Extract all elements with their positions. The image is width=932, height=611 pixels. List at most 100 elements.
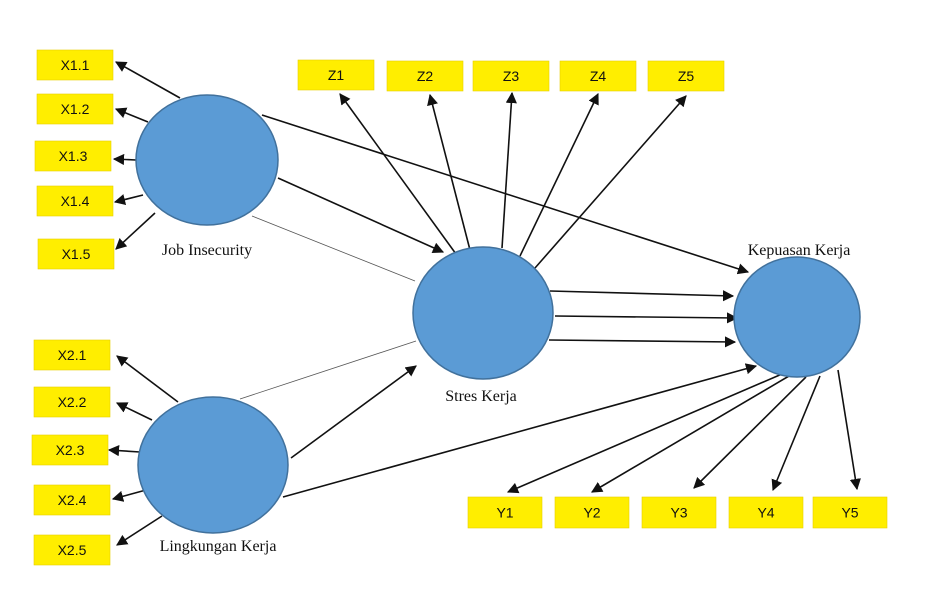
indicator-box <box>812 496 888 529</box>
indicator-x1-2: X1.2 <box>36 93 114 125</box>
path-arrow-lk-to-sk <box>290 365 417 459</box>
indicator-label: X1.1 <box>61 57 90 73</box>
loading-arrow-x2-5 <box>116 515 163 546</box>
indicator-label: X1.2 <box>61 101 90 117</box>
indicator-y5: Y5 <box>812 496 888 529</box>
indicator-z1: Z1 <box>297 59 375 91</box>
loading-arrow-y4 <box>771 375 821 492</box>
loading-arrow-x1-4 <box>113 194 144 205</box>
indicator-z3: Z3 <box>472 60 550 92</box>
latent-label: Lingkungan Kerja <box>160 538 277 555</box>
indicator-box <box>33 534 111 566</box>
indicator-label: Y2 <box>583 505 600 521</box>
path-arrow-ji-to-sk <box>277 177 445 253</box>
ji-sk-thin-line <box>251 215 416 282</box>
lk-sk-thin-line <box>239 340 417 400</box>
loading-arrow-x2-3 <box>107 445 141 457</box>
indicator-box <box>36 185 114 217</box>
loading-arrow-x2-4 <box>111 489 147 502</box>
loading-arrow-z2 <box>427 93 471 251</box>
indicator-label: X1.4 <box>61 193 90 209</box>
indicator-label: X1.3 <box>59 148 88 164</box>
indicator-x1-3: X1.3 <box>34 140 112 172</box>
loading-arrow-z5 <box>534 95 687 269</box>
indicator-label: X1.5 <box>62 246 91 262</box>
indicator-box <box>728 496 804 529</box>
loading-arrow-x1-2 <box>114 107 149 123</box>
loading-arrow-z4 <box>519 92 599 257</box>
indicator-label: Y3 <box>670 505 687 521</box>
loading-arrow-z1 <box>339 93 457 255</box>
latent-stres-kerja: Stres Kerja <box>412 246 554 405</box>
indicator-box <box>297 59 375 91</box>
indicator-x2-5: X2.5 <box>33 534 111 566</box>
indicator-label: Y4 <box>757 505 774 521</box>
loading-arrow-y1 <box>506 373 783 494</box>
indicator-y1: Y1 <box>467 496 543 529</box>
indicators-layer: X1.1X1.2X1.3X1.4X1.5X2.1X2.2X2.3X2.4X2.5… <box>31 49 888 566</box>
loading-arrow-x1-5 <box>115 212 156 250</box>
indicator-label: Y5 <box>841 505 858 521</box>
indicator-box <box>33 339 111 371</box>
latent-circle <box>412 246 554 380</box>
indicator-label: Z3 <box>503 68 520 84</box>
loading-arrow-x2-2 <box>115 402 153 421</box>
indicator-box <box>36 93 114 125</box>
indicator-label: Z4 <box>590 68 607 84</box>
latent-circle <box>137 396 289 534</box>
loading-arrow-x2-1 <box>116 355 179 403</box>
indicator-label: Z2 <box>417 68 434 84</box>
indicator-x2-1: X2.1 <box>33 339 111 371</box>
loading-arrow-y3 <box>693 376 807 489</box>
indicator-label: X2.4 <box>58 492 87 508</box>
loading-arrow-y5 <box>837 369 861 491</box>
latent-lingkungan-kerja: Lingkungan Kerja <box>137 396 289 555</box>
path-arrow-lk-to-kk <box>282 363 758 498</box>
indicator-label: Z5 <box>678 68 695 84</box>
loading-arrow-x1-1 <box>115 61 181 99</box>
latent-label: Kepuasan Kerja <box>748 242 851 259</box>
indicator-box <box>467 496 543 529</box>
indicator-label: X2.3 <box>56 442 85 458</box>
loading-arrow-y2 <box>591 375 790 493</box>
indicator-label: X2.5 <box>58 542 87 558</box>
indicator-box <box>37 238 115 270</box>
latent-circle <box>135 94 279 226</box>
path-arrow-sk-to-kk-3 <box>548 336 737 348</box>
indicator-y3: Y3 <box>641 496 717 529</box>
indicator-x1-4: X1.4 <box>36 185 114 217</box>
indicator-z4: Z4 <box>559 60 637 92</box>
path-arrow-sk-to-kk-2 <box>554 312 739 324</box>
indicator-x1-5: X1.5 <box>37 238 115 270</box>
indicator-y4: Y4 <box>728 496 804 529</box>
latent-kepuasan-kerja: Kepuasan Kerja <box>733 242 861 378</box>
indicator-box <box>472 60 550 92</box>
indicator-x2-3: X2.3 <box>31 434 109 466</box>
indicator-x2-4: X2.4 <box>33 484 111 516</box>
indicator-x1-1: X1.1 <box>36 49 114 81</box>
indicator-x2-2: X2.2 <box>33 386 111 418</box>
indicator-box <box>33 386 111 418</box>
loading-arrow-x1-3 <box>112 153 137 166</box>
indicator-box <box>647 60 725 92</box>
indicator-y2: Y2 <box>554 496 630 529</box>
indicator-box <box>559 60 637 92</box>
indicator-box <box>554 496 630 529</box>
path-arrow-sk-to-kk-1 <box>549 290 735 302</box>
indicator-label: X2.2 <box>58 394 87 410</box>
indicator-z2: Z2 <box>386 60 464 92</box>
latent-label: Stres Kerja <box>445 388 517 405</box>
indicator-label: X2.1 <box>58 347 87 363</box>
latent-job-insecurity: Job Insecurity <box>135 94 279 259</box>
indicator-label: Y1 <box>496 505 513 521</box>
indicator-box <box>34 140 112 172</box>
latent-label: Job Insecurity <box>162 242 252 259</box>
indicator-box <box>641 496 717 529</box>
indicator-box <box>36 49 114 81</box>
indicator-z5: Z5 <box>647 60 725 92</box>
connections-layer <box>107 61 861 546</box>
indicator-label: Z1 <box>328 67 345 83</box>
loading-arrow-z3 <box>501 91 517 249</box>
